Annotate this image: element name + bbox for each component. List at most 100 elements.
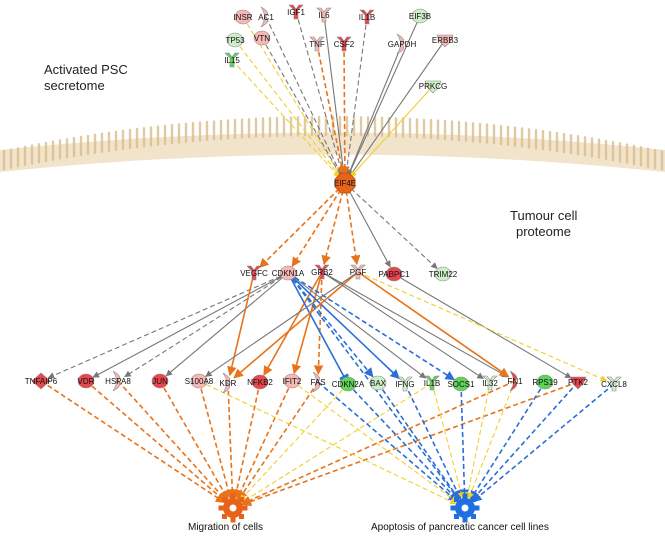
secretome-label-line2: secretome — [44, 78, 105, 93]
node-shape — [606, 376, 622, 392]
edge-vdr-to-migration — [85, 380, 227, 503]
node-shape — [336, 36, 352, 52]
node-label: IFIT2 — [283, 377, 302, 386]
edge-rps19-to-apoptosis — [469, 381, 546, 501]
node-tnfaip6[interactable]: TNFAIP6 — [25, 372, 58, 390]
node-shape — [452, 376, 470, 392]
node-kdr[interactable]: KDR — [220, 372, 237, 394]
edge-cdkn1a-to-vdr — [92, 272, 289, 378]
node-label: PTK2 — [568, 378, 589, 387]
node-il6[interactable]: IL6 — [316, 7, 332, 23]
edge-cdkn1a-to-jun — [165, 272, 289, 377]
node-label: VDR — [78, 377, 95, 386]
node-csf2[interactable]: CSF2 — [334, 36, 355, 52]
node-label: CDKN2A — [332, 380, 365, 389]
edge-il1b_top-to-eif4e — [343, 16, 368, 176]
node-shape — [482, 375, 498, 391]
node-fn1[interactable]: FN1 — [507, 370, 523, 392]
node-vdr[interactable]: VDR — [78, 373, 95, 389]
edge-fn1-to-apoptosis — [467, 380, 516, 500]
node-rps19[interactable]: RPS19 — [532, 374, 558, 390]
node-shape — [334, 172, 356, 194]
edge-s100a8-to-migration — [198, 380, 233, 500]
node-pgf[interactable]: PGF — [350, 264, 367, 280]
node-label: VTN — [254, 34, 270, 43]
node-pabpc1[interactable]: PABPC1 — [379, 266, 411, 282]
node-il1b_top[interactable]: IL1B — [359, 9, 375, 25]
edge-cdkn1a-to-bax — [287, 272, 374, 378]
node-shape — [309, 36, 325, 52]
node-shape — [190, 373, 208, 389]
edge-jun-to-migration — [159, 380, 229, 501]
node-label: PABPC1 — [379, 270, 411, 279]
node-label: NFKB2 — [247, 378, 273, 387]
edge-ptk2-to-apoptosis — [471, 381, 579, 502]
edge-il15-to-eif4e — [231, 59, 341, 178]
node-socs1[interactable]: SOCS1 — [447, 376, 475, 392]
node-gapdh[interactable]: GAPDH — [388, 33, 417, 55]
node-ptk2[interactable]: PTK2 — [568, 376, 589, 390]
outcome-label-migration: Migration of cells — [188, 522, 263, 533]
edge-pgf-to-kdr — [233, 271, 359, 379]
edge-ac1-to-eif4e — [265, 16, 343, 177]
node-shape — [251, 374, 269, 390]
node-tp53[interactable]: TP53 — [225, 32, 245, 48]
node-trim22[interactable]: TRIM22 — [429, 266, 458, 282]
node-label: TNF — [309, 40, 325, 49]
secretome-label-line1: Activated PSC — [44, 62, 128, 77]
node-label: IL32 — [482, 379, 498, 388]
node-nfkb2[interactable]: NFKB2 — [247, 374, 273, 390]
node-bax[interactable]: BAX — [369, 375, 387, 391]
node-label: CDKN1A — [272, 269, 305, 278]
node-label: BAX — [370, 379, 387, 388]
node-ifng[interactable]: IFNG — [395, 376, 415, 392]
node-label: IL6 — [318, 11, 330, 20]
node-shape — [536, 374, 554, 390]
node-eif4e[interactable]: EIF4E — [334, 172, 356, 194]
node-label: IL1B — [424, 379, 440, 388]
node-vtn[interactable]: VTN — [253, 30, 271, 46]
edge-eif4e-to-cdkn1a — [291, 182, 346, 268]
node-label: IGF1 — [287, 8, 305, 17]
edge-hspa8-to-migration — [117, 380, 227, 502]
edge-cdkn1a-to-ifng — [287, 272, 400, 380]
node-ac1[interactable]: AC1 — [258, 6, 274, 28]
migration-gear-icon[interactable] — [218, 493, 248, 523]
node-label: HSPA8 — [105, 377, 131, 386]
node-grb2[interactable]: GRB2 — [311, 264, 333, 280]
node-hspa8[interactable]: HSPA8 — [105, 370, 131, 392]
edge-eif4e-to-pgf — [344, 182, 361, 266]
node-eif3b[interactable]: EIF3B — [409, 8, 431, 24]
node-vegfc[interactable]: VEGFC — [240, 265, 268, 281]
node-shape — [234, 9, 252, 25]
node-cdkn1a[interactable]: CDKN1A — [272, 265, 305, 281]
node-il15[interactable]: IL15 — [224, 52, 240, 68]
node-erbb3[interactable]: ERBB3 — [432, 34, 459, 48]
node-fas[interactable]: FAS — [310, 371, 326, 393]
proteome-label-line1: Tumour cell — [510, 208, 578, 223]
node-insr[interactable]: INSR — [233, 9, 253, 25]
node-label: TP53 — [225, 36, 245, 45]
node-ifit2[interactable]: IFIT2 — [283, 373, 302, 389]
node-jun[interactable]: JUN — [151, 373, 169, 389]
edge-eif4e-to-trim22 — [344, 182, 438, 270]
node-shape — [31, 372, 51, 390]
node-prkcg[interactable]: PRKCG — [419, 80, 447, 94]
node-label: IFNG — [395, 380, 414, 389]
node-il32[interactable]: IL32 — [482, 375, 498, 391]
node-il1b_bot[interactable]: IL1B — [424, 375, 440, 391]
node-cdkn2a[interactable]: CDKN2A — [332, 376, 365, 392]
edge-igf1-to-eif4e — [295, 11, 345, 176]
node-label: IL1B — [359, 13, 375, 22]
node-label: FAS — [310, 378, 325, 387]
gear-hole — [229, 504, 237, 512]
node-igf1[interactable]: IGF1 — [287, 4, 305, 20]
node-tnf[interactable]: TNF — [309, 36, 325, 52]
apoptosis-gear-icon[interactable] — [450, 493, 480, 523]
outcome-label-apoptosis: Apoptosis of pancreatic cancer cell line… — [371, 522, 549, 533]
node-cxcl8[interactable]: CXCL8 — [601, 376, 627, 392]
edge-eif4e-to-pabpc1 — [344, 182, 391, 268]
node-shape — [339, 376, 357, 392]
node-s100a8[interactable]: S100A8 — [185, 373, 214, 389]
